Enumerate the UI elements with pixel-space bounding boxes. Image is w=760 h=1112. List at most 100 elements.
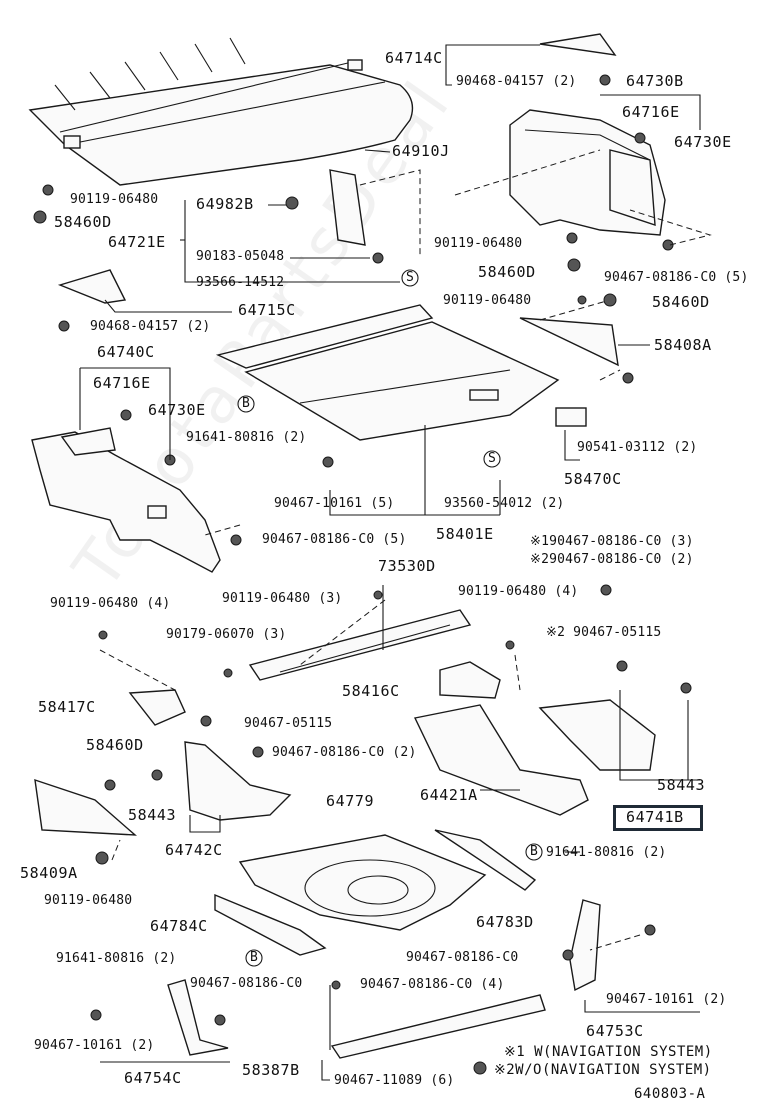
tray-64421a (413, 704, 589, 816)
part-label: 64784C (150, 917, 208, 935)
part-label: 90119-06480 (4) (50, 596, 171, 611)
tonneau-cover (28, 37, 414, 186)
highlighted-part-box (613, 805, 703, 831)
part-label: 64753C (586, 1022, 644, 1040)
fasteners (33, 74, 692, 1075)
part-label: 58460D (478, 263, 536, 281)
tray-64742c (184, 741, 292, 821)
leader-lines (79, 44, 701, 1081)
symbol-b: B (250, 950, 259, 965)
part-label: 58416C (342, 682, 400, 700)
part-label: 90119-06480 (434, 236, 523, 251)
part-label: 90467-08186-C0 (4) (360, 977, 505, 992)
floor-board-58401e (215, 304, 560, 441)
part-label: 90467-08186-C0 (5) (262, 532, 407, 547)
part-label: 91641-80816 (2) (546, 845, 667, 860)
part-label: 58401E (436, 525, 494, 543)
part-label: 64730E (674, 133, 732, 151)
part-label: 90541-03112 (2) (577, 440, 698, 455)
board-64721e (329, 169, 366, 246)
trim-64783d (434, 829, 537, 891)
navigation-note-1: ※1 W(NAVIGATION SYSTEM) (504, 1044, 713, 1060)
part-label: 64721E (108, 233, 166, 251)
part-label: 58460D (86, 736, 144, 754)
part-label: 90467-08186-C0 (5) (604, 270, 749, 285)
part-label: 64779 (326, 792, 375, 810)
part-label: 90467-08186-C0 (2) (272, 745, 417, 760)
part-label: 64715C (238, 301, 296, 319)
symbol-b: B (242, 396, 251, 411)
highlighted-part-label: 64741B (626, 808, 684, 826)
left-trim-panel (31, 409, 221, 573)
bracket-58416c (439, 661, 501, 699)
note-label: ※190467-08186-C0 (3) (530, 534, 694, 549)
symbol-s: S (406, 270, 415, 285)
part-label: 64716E (622, 103, 680, 121)
part-label: 64754C (124, 1069, 182, 1087)
symbol-b: B (530, 844, 539, 859)
note-label: ※290467-08186-C0 (2) (530, 552, 694, 567)
plate-58387b (330, 994, 546, 1059)
rail-73530d (248, 609, 472, 681)
cover-64715c (57, 269, 127, 304)
part-label: 73530D (378, 557, 436, 575)
part-label: 58460D (54, 213, 112, 231)
part-label: 58460D (652, 293, 710, 311)
part-label: 58409A (20, 864, 78, 882)
part-label: 90467-08186-C0 (406, 950, 519, 965)
part-label: 64714C (385, 49, 443, 67)
part-label: 90468-04157 (2) (456, 74, 577, 89)
floor-mat-64779 (238, 834, 487, 931)
part-label: 90467-08186-C0 (190, 976, 303, 991)
panel-58408a (519, 317, 619, 367)
part-label: 90119-06480 (44, 893, 133, 908)
part-label: 64910J (392, 142, 450, 160)
part-label: 90119-06480 (4) (458, 584, 579, 599)
part-label: 90467-10161 (2) (34, 1038, 155, 1053)
part-label: ※2 90467-05115 (546, 625, 662, 640)
part-label: 90183-05048 (196, 249, 285, 264)
part-label: 91641-80816 (2) (56, 951, 177, 966)
tray-64741b (538, 699, 656, 771)
part-label: 64740C (97, 343, 155, 361)
part-label: 64421A (420, 786, 478, 804)
part-label: 90179-06070 (3) (166, 627, 287, 642)
trim-64754c (167, 979, 229, 1056)
part-label: 58417C (38, 698, 96, 716)
diagram-id: 640803-A (634, 1086, 706, 1102)
right-trim-panel (509, 109, 674, 251)
part-label: 90467-11089 (6) (334, 1073, 455, 1088)
part-label: 64730E (148, 401, 206, 419)
part-label: 93566-14512 (196, 275, 285, 290)
part-label: 58443 (128, 806, 177, 824)
navigation-note-2: ※2W/O(NAVIGATION SYSTEM) (494, 1062, 712, 1078)
part-label: 90119-06480 (3) (222, 591, 343, 606)
part-label: 58387B (242, 1061, 300, 1079)
part-label: 64742C (165, 841, 223, 859)
part-label: 90467-10161 (5) (274, 496, 395, 511)
part-label: 64730B (626, 72, 684, 90)
part-label: 90119-06480 (70, 192, 159, 207)
cover-58409a (34, 778, 137, 836)
part-label: 64783D (476, 913, 534, 931)
trim-64753c (569, 899, 601, 992)
part-label: 91641-80816 (2) (186, 430, 307, 445)
trim-64784c (214, 893, 327, 956)
part-label: 64716E (93, 374, 151, 392)
part-label: 90467-10161 (2) (606, 992, 727, 1007)
hook-58470c (555, 407, 587, 427)
dashed-leaders (99, 149, 712, 951)
symbol-circles (237, 269, 543, 967)
part-label: 58443 (657, 776, 706, 794)
part-label: 64982B (196, 195, 254, 213)
part-label: 58408A (654, 336, 712, 354)
part-label: 90468-04157 (2) (90, 319, 211, 334)
part-label: 58470C (564, 470, 622, 488)
symbol-s: S (488, 451, 497, 466)
part-label: 93560-54012 (2) (444, 496, 565, 511)
bracket-58417c (128, 689, 186, 726)
part-label: 90467-05115 (244, 716, 333, 731)
part-label: 90119-06480 (443, 293, 532, 308)
